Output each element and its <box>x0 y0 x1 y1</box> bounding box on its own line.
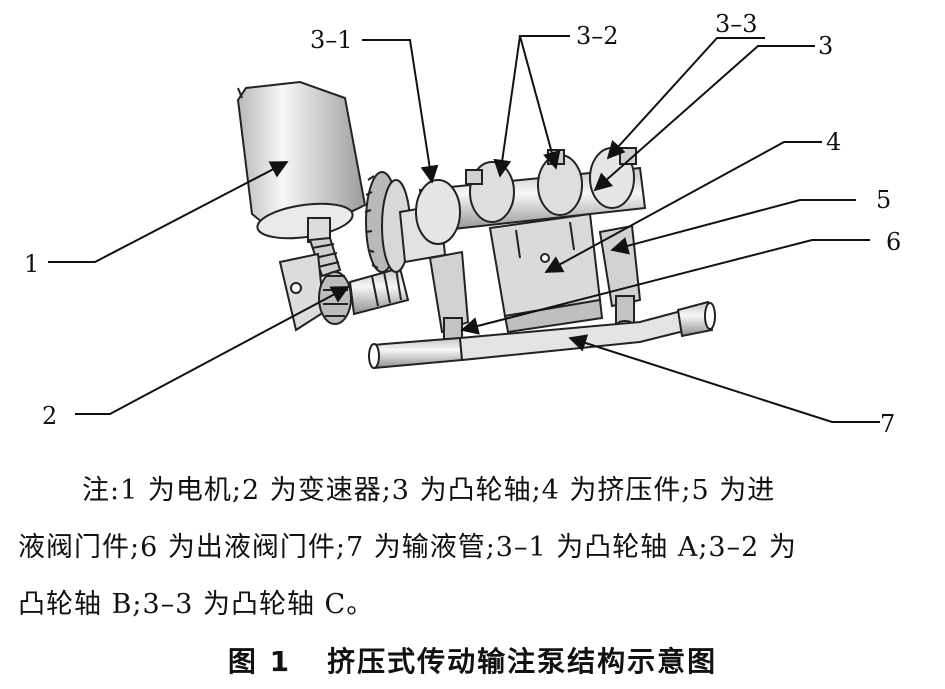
callout-6-label: 6 <box>886 228 902 256</box>
leader-lines <box>48 35 880 423</box>
figure-number: 图 1 <box>227 645 292 678</box>
figure-note: 注:1 为电机;2 为变速器;3 为凸轮轴;4 为挤压件;5 为进 液阀门件;6… <box>18 462 930 633</box>
callout-5-label: 5 <box>876 186 892 214</box>
worm-screw <box>308 236 342 278</box>
callout-3-3-label: 3–3 <box>715 10 758 38</box>
callout-7-label: 7 <box>880 410 896 438</box>
cam-shaft-part <box>415 147 647 245</box>
right-valve-block <box>598 224 642 332</box>
note-line-3: 凸轮轴 B;3–3 为凸轮轴 C。 <box>18 589 375 620</box>
figure-title-text: 挤压式传动输注泵结构示意图 <box>327 645 718 678</box>
infusion-tube-part <box>368 300 716 370</box>
callout-4-label: 4 <box>826 128 842 156</box>
callout-3-2-label: 3–2 <box>576 22 619 50</box>
pump-structure-drawing <box>48 35 880 423</box>
motor-part <box>236 80 367 243</box>
callout-1-label: 1 <box>24 250 40 278</box>
callout-3-label: 3 <box>818 32 834 60</box>
callout-3-1-label: 3–1 <box>310 26 353 54</box>
figure-caption: 图 1 挤压式传动输注泵结构示意图 <box>0 640 945 680</box>
note-line-1: 注:1 为电机;2 为变速器;3 为凸轮轴;4 为挤压件;5 为进 <box>82 475 776 506</box>
note-line-2: 液阀门件;6 为出液阀门件;7 为输液管;3–1 为凸轮轴 A;3–2 为 <box>18 532 797 563</box>
squeeze-part <box>488 212 604 334</box>
callout-2-label: 2 <box>42 402 58 430</box>
